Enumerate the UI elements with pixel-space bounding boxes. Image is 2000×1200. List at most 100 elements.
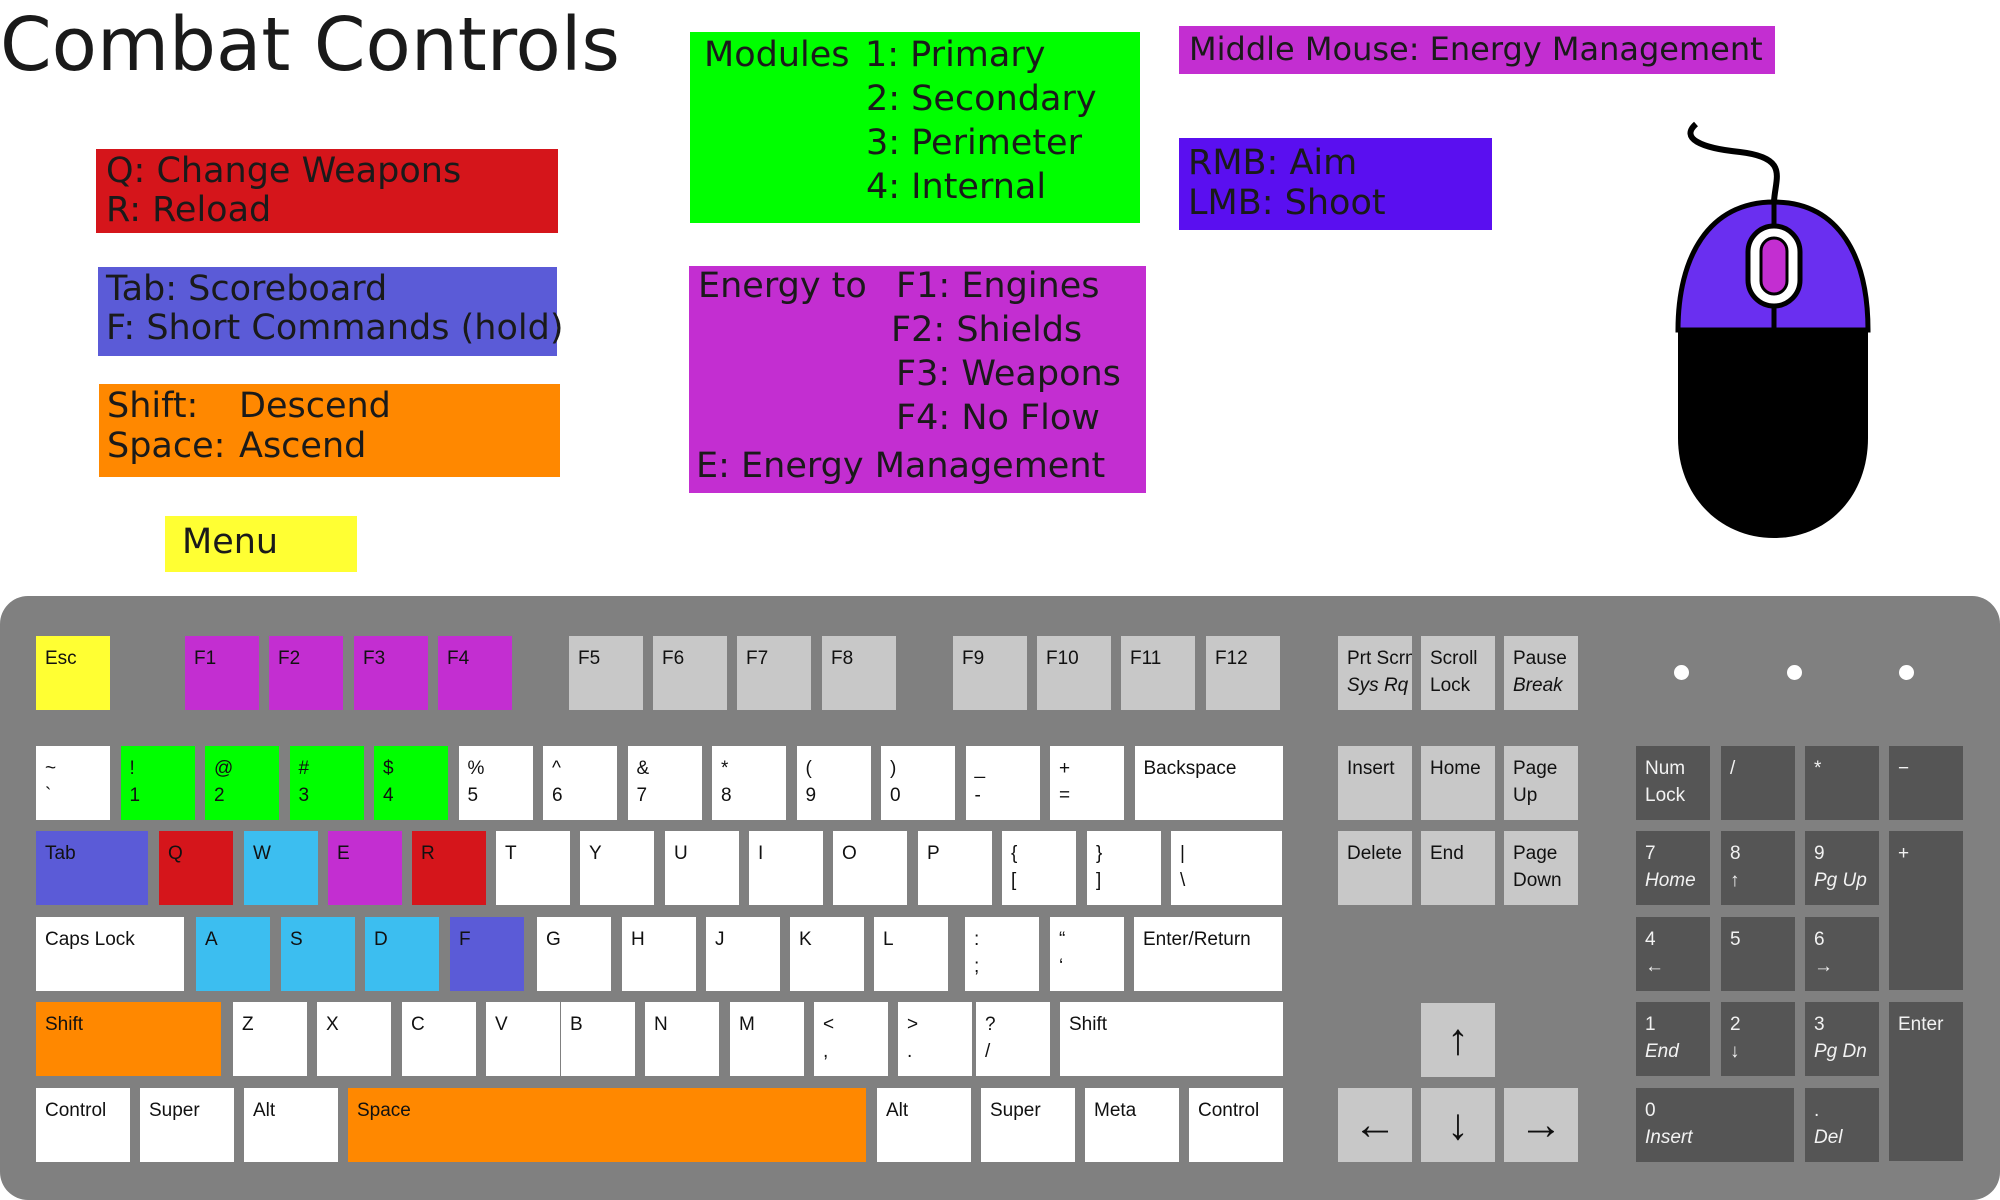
key-sym-row1-7[interactable]: &7 (627, 746, 702, 820)
key-4-numpad-8[interactable]: 4← (1636, 917, 1710, 991)
key-6-numpad-10[interactable]: 6→ (1805, 917, 1879, 991)
key-i-row2-8[interactable]: I (749, 831, 823, 905)
key-m-row4-7[interactable]: M (730, 1002, 804, 1076)
key-caps-lock-row3-0[interactable]: Caps Lock (36, 917, 184, 991)
key-2-numpad-12[interactable]: 2↓ (1721, 1002, 1795, 1076)
key-t-row2-5[interactable]: T (496, 831, 570, 905)
key-sym-row1-3[interactable]: #3 (289, 746, 364, 820)
key-n-row4-6[interactable]: N (645, 1002, 719, 1076)
key-sym-row2-11[interactable]: {[ (1002, 831, 1076, 905)
key-r-row2-4[interactable]: R (412, 831, 486, 905)
key-x-row4-2[interactable]: X (317, 1002, 391, 1076)
key-sym-row1-8[interactable]: *8 (712, 746, 786, 820)
key-f5-frow-5[interactable]: F5 (569, 636, 643, 710)
key-8-numpad-5[interactable]: 8↑ (1721, 831, 1795, 905)
key-sym-row1-5[interactable]: %5 (458, 746, 533, 820)
key-meta-row5-6[interactable]: Meta (1085, 1088, 1179, 1162)
key-tab-row2-0[interactable]: Tab (36, 831, 148, 905)
key-sym-row4-9[interactable]: >. (898, 1002, 972, 1076)
key-w-row2-2[interactable]: W (244, 831, 318, 905)
key-sym-numpad-16[interactable]: .Del (1805, 1088, 1879, 1162)
key-sym-row2-12[interactable]: }] (1087, 831, 1161, 905)
key-5-numpad-9[interactable]: 5 (1721, 917, 1795, 991)
key-f6-frow-6[interactable]: F6 (653, 636, 727, 710)
key-p-row2-10[interactable]: P (918, 831, 992, 905)
key-j-row3-7[interactable]: J (706, 917, 780, 991)
key-super-row5-5[interactable]: Super (981, 1088, 1075, 1162)
key-sym-row1-4[interactable]: $4 (374, 746, 448, 820)
key-sym-row2-13[interactable]: |\ (1171, 831, 1282, 905)
key-b-row4-5[interactable]: B (561, 1002, 635, 1076)
key-super-row5-1[interactable]: Super (140, 1088, 234, 1162)
key-d-row3-3[interactable]: D (365, 917, 439, 991)
key-f12-frow-12[interactable]: F12 (1206, 636, 1280, 710)
key-f9-frow-9[interactable]: F9 (953, 636, 1027, 710)
key-f7-frow-7[interactable]: F7 (737, 636, 811, 710)
key-sym-row1-9[interactable]: (9 (796, 746, 871, 820)
key-space-row5-3[interactable]: Space (348, 1088, 866, 1162)
key-f8-frow-8[interactable]: F8 (822, 636, 896, 710)
key-sym-row1-0[interactable]: ~` (36, 746, 110, 820)
key-backspace-row1-13[interactable]: Backspace (1134, 746, 1283, 820)
arrow-down-key[interactable]: ↓ (1421, 1088, 1495, 1162)
key-f1-frow-1[interactable]: F1 (185, 636, 259, 710)
key-c-row4-3[interactable]: C (402, 1002, 476, 1076)
key-enter-numpad-14[interactable]: Enter (1889, 1002, 1963, 1161)
key-alt-row5-4[interactable]: Alt (877, 1088, 971, 1162)
key-sym-numpad-3[interactable]: − (1889, 746, 1963, 820)
key-control-row5-7[interactable]: Control (1189, 1088, 1283, 1162)
key-insert-nav-0[interactable]: Insert (1338, 746, 1412, 820)
key-control-row5-0[interactable]: Control (36, 1088, 130, 1162)
key-z-row4-1[interactable]: Z (233, 1002, 307, 1076)
key-v-row4-4[interactable]: V (486, 1002, 560, 1076)
arrow-up-key[interactable]: ↑ (1421, 1003, 1495, 1077)
key-sym-numpad-1[interactable]: / (1721, 746, 1795, 820)
key-f2-frow-2[interactable]: F2 (269, 636, 343, 710)
key-l-row3-9[interactable]: L (874, 917, 948, 991)
key-k-row3-8[interactable]: K (790, 917, 864, 991)
key-f-row3-4[interactable]: F (450, 917, 524, 991)
key-sym-row1-12[interactable]: += (1050, 746, 1124, 820)
key-home-nav-1[interactable]: Home (1421, 746, 1495, 820)
key-sym-row3-11[interactable]: “‘ (1050, 917, 1124, 991)
key-end-nav-4[interactable]: End (1421, 831, 1495, 905)
key-a-row3-1[interactable]: A (196, 917, 270, 991)
key-q-row2-1[interactable]: Q (159, 831, 233, 905)
key-sym-row1-6[interactable]: ^6 (543, 746, 617, 820)
key-f11-frow-11[interactable]: F11 (1121, 636, 1195, 710)
key-h-row3-6[interactable]: H (622, 917, 696, 991)
key-g-row3-5[interactable]: G (537, 917, 611, 991)
key-delete-nav-3[interactable]: Delete (1338, 831, 1412, 905)
key-f3-frow-3[interactable]: F3 (354, 636, 428, 710)
key-alt-row5-2[interactable]: Alt (244, 1088, 338, 1162)
key-sym-numpad-7[interactable]: + (1889, 831, 1963, 990)
arrow-right-key[interactable]: → (1504, 1088, 1578, 1162)
key-enter-return-row3-12[interactable]: Enter/Return (1134, 917, 1282, 991)
key-shift-row4-11[interactable]: Shift (1060, 1002, 1283, 1076)
key-y-row2-6[interactable]: Y (580, 831, 654, 905)
key-sym-row4-10[interactable]: ?/ (976, 1002, 1050, 1076)
key-sym-numpad-2[interactable]: * (1805, 746, 1879, 820)
key-s-row3-2[interactable]: S (281, 917, 355, 991)
key-sym-row3-10[interactable]: :; (965, 917, 1039, 991)
key-sym-row1-11[interactable]: _- (965, 746, 1040, 820)
key-f10-frow-10[interactable]: F10 (1037, 636, 1111, 710)
key-sym-row1-10[interactable]: )0 (881, 746, 955, 820)
arrow-left-key[interactable]: ← (1338, 1088, 1412, 1162)
key-sym-row1-2[interactable]: @2 (205, 746, 279, 820)
key-esc-frow-0[interactable]: Esc (36, 636, 110, 710)
key-sym-row4-8[interactable]: <, (814, 1002, 888, 1076)
key-f4-frow-4[interactable]: F4 (438, 636, 512, 710)
key-o-row2-9[interactable]: O (833, 831, 907, 905)
